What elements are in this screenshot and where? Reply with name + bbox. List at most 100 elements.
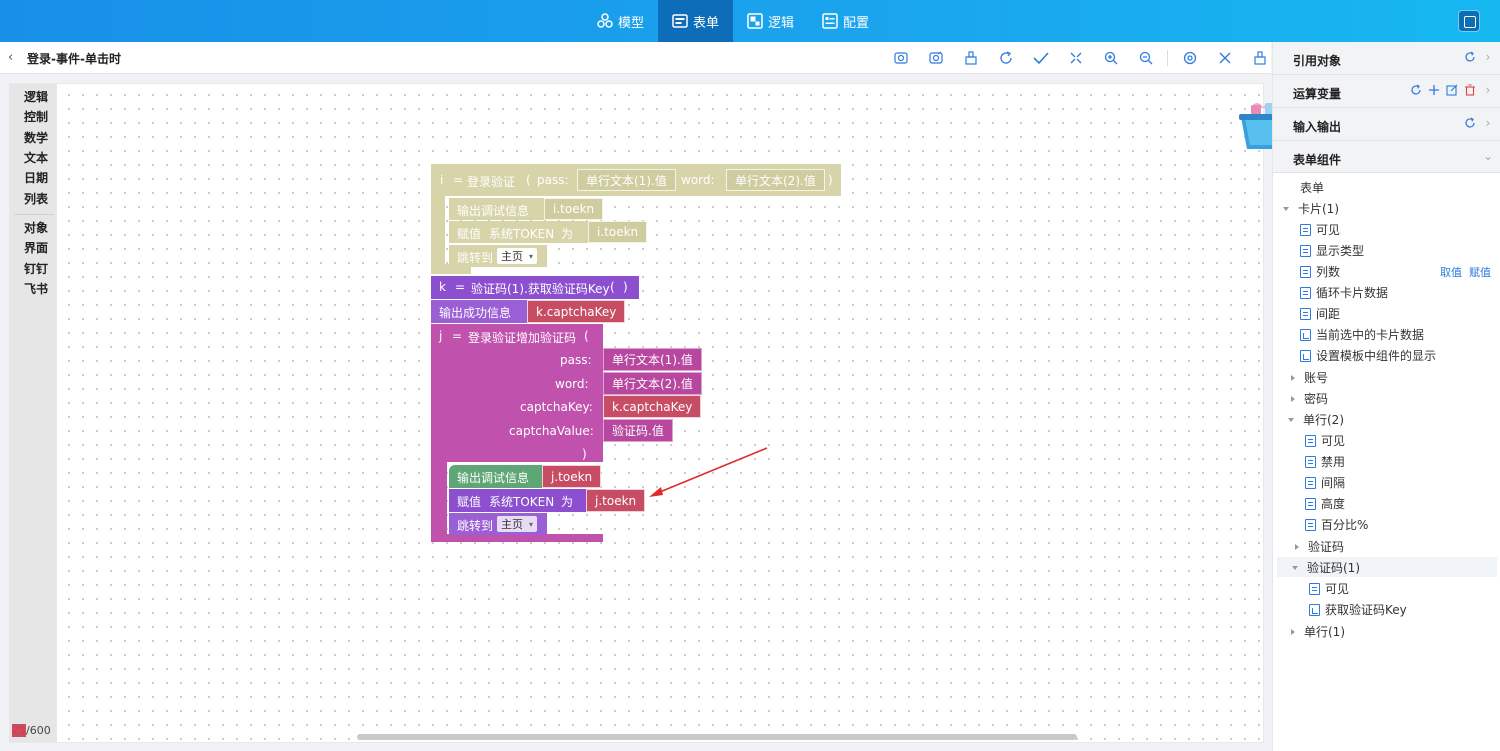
expand-arrow-icon[interactable]	[1292, 565, 1298, 570]
block-success-msg[interactable]: 输出成功信息 k.captchaKey	[431, 300, 626, 323]
clean-icon[interactable]	[953, 48, 988, 68]
tree-item-card-spacing[interactable]: 间距	[1300, 305, 1340, 322]
block-j-arg-pass-value[interactable]: 单行文本(1).值	[603, 348, 702, 371]
refresh-icon[interactable]	[1463, 116, 1477, 130]
get-value-link[interactable]: 取值	[1440, 266, 1462, 279]
section-ref-objects[interactable]: 引用对象 ›	[1273, 42, 1500, 75]
tree-item-card-template-display[interactable]: 设置模板中组件的显示	[1300, 347, 1436, 364]
save-as-image-icon[interactable]	[883, 48, 918, 68]
palette-feishu[interactable]: 飞书	[24, 282, 49, 296]
block-k-var: k	[439, 280, 446, 294]
delete-icon[interactable]	[1463, 83, 1477, 97]
tree-item-card-selected-data[interactable]: 当前选中的卡片数据	[1300, 326, 1424, 343]
set-value-link[interactable]: 赋值	[1469, 266, 1491, 279]
expand-arrow-icon[interactable]	[1291, 628, 1295, 635]
tree-item-form[interactable]: 表单	[1300, 179, 1324, 196]
section-io[interactable]: 输入输出 ›	[1273, 108, 1500, 141]
tree-item-row2-visible[interactable]: 可见	[1305, 432, 1345, 449]
tree-item-captcha1[interactable]: 验证码(1)	[1292, 559, 1360, 576]
edit-icon[interactable]	[1445, 83, 1459, 97]
tree-item-captcha1-get-key[interactable]: 获取验证码Key	[1309, 601, 1407, 618]
palette-dingtalk[interactable]: 钉钉	[24, 262, 49, 276]
section-form-components[interactable]: 表单组件 ⌄	[1273, 141, 1500, 173]
collapse-icon[interactable]	[1058, 48, 1093, 68]
tree-item-row2-percent[interactable]: 百分比%	[1305, 516, 1368, 533]
tree-item-card-columns[interactable]: 列数	[1300, 263, 1340, 280]
palette-list[interactable]: 列表	[24, 192, 49, 206]
chevron-down-icon[interactable]: ⌄	[1482, 149, 1494, 163]
expand-arrow-icon[interactable]	[1291, 395, 1295, 402]
tree-item-captcha1-visible[interactable]: 可见	[1309, 580, 1349, 597]
block-j-debug-value[interactable]: j.toekn	[542, 465, 602, 488]
section-ref-objects-actions: ›	[1463, 50, 1495, 64]
block-i-jump-page[interactable]: 主页	[497, 248, 538, 264]
section-variables[interactable]: 运算变量 ›	[1273, 75, 1500, 108]
block-j-jump-page[interactable]: 主页	[497, 516, 538, 532]
close-icon[interactable]	[1207, 48, 1242, 68]
tree-item-row2[interactable]: 单行(2)	[1288, 411, 1344, 428]
palette-math[interactable]: 数学	[24, 131, 49, 145]
tree-item-card-visible[interactable]: 可见	[1300, 221, 1340, 238]
block-success-value[interactable]: k.captchaKey	[527, 300, 626, 323]
zoom-in-icon[interactable]	[1093, 48, 1128, 68]
block-j-assign[interactable]: j = 登录验证增加验证码 ( pass: word: captchaKey: …	[431, 324, 603, 462]
chevron-right-icon[interactable]: ›	[1485, 116, 1491, 130]
zoom-out-icon[interactable]	[1128, 48, 1163, 68]
tree-item-captcha[interactable]: 验证码	[1295, 538, 1344, 555]
fullscreen-button[interactable]	[1458, 10, 1480, 32]
block-k-eq: =	[455, 280, 466, 294]
expand-arrow-icon[interactable]	[1283, 206, 1289, 211]
block-i-assign-value[interactable]: i.toekn	[588, 221, 648, 243]
palette-ui[interactable]: 界面	[24, 241, 49, 255]
block-i-assign[interactable]: i = 登录验证 ( pass: 单行文本(1).值 word: 单行文本(2)…	[431, 164, 841, 196]
block-i-debug-value[interactable]: i.toekn	[544, 198, 604, 220]
plus-icon[interactable]	[1427, 83, 1441, 97]
block-j-jump[interactable]: 跳转到 主页	[449, 513, 547, 535]
expand-arrow-icon[interactable]	[1295, 543, 1299, 550]
block-j-assign-token[interactable]: 赋值 系统TOKEN 为 j.toekn	[449, 489, 646, 512]
expand-arrow-icon[interactable]	[1288, 417, 1294, 422]
palette-date[interactable]: 日期	[24, 171, 49, 185]
tree-item-row2-gap[interactable]: 间隔	[1305, 474, 1345, 491]
tree-item-row1[interactable]: 单行(1)	[1291, 623, 1345, 640]
export-icon[interactable]	[918, 48, 953, 68]
palette-control[interactable]: 控制	[24, 110, 49, 124]
refresh-icon[interactable]	[1409, 83, 1423, 97]
block-i-word-value[interactable]: 单行文本(2).值	[726, 169, 825, 191]
block-j-assign-value[interactable]: j.toekn	[586, 489, 646, 512]
tree-item-password[interactable]: 密码	[1291, 390, 1328, 407]
back-icon[interactable]: ‹	[8, 50, 14, 65]
tree-item-row2-height[interactable]: 高度	[1305, 495, 1345, 512]
expand-arrow-icon[interactable]	[1291, 374, 1295, 381]
block-i-pass-value[interactable]: 单行文本(1).值	[577, 169, 676, 191]
block-j-arg-captchavalue-value[interactable]: 验证码.值	[603, 419, 673, 442]
block-i-assign-token[interactable]: 赋值 系统TOKEN 为 i.toekn	[449, 221, 648, 243]
tab-model[interactable]: 模型	[583, 0, 658, 42]
palette-object[interactable]: 对象	[24, 221, 49, 235]
tab-form[interactable]: 表单	[658, 0, 734, 42]
palette-text[interactable]: 文本	[24, 151, 49, 165]
tab-config[interactable]: 配置	[808, 0, 883, 42]
block-j-assign-label: 赋值	[457, 495, 482, 509]
horizontal-scrollbar[interactable]	[357, 734, 1077, 740]
tree-item-card[interactable]: 卡片(1)	[1283, 200, 1339, 217]
block-i-debug[interactable]: 输出调试信息 i.toekn	[449, 198, 604, 220]
block-j-arg-word-value[interactable]: 单行文本(2).值	[603, 372, 702, 395]
tree-item-card-loop-data[interactable]: 循环卡片数据	[1300, 284, 1388, 301]
block-j-arg-captchakey-value[interactable]: k.captchaKey	[603, 395, 702, 418]
block-i-jump[interactable]: 跳转到 主页	[449, 245, 547, 267]
refresh-icon[interactable]	[988, 48, 1023, 68]
tree-item-row2-disabled[interactable]: 禁用	[1305, 453, 1345, 470]
target-icon[interactable]	[1172, 48, 1207, 68]
chevron-right-icon[interactable]: ›	[1485, 50, 1491, 64]
palette-logic[interactable]: 逻辑	[24, 90, 49, 104]
tab-logic[interactable]: 逻辑	[733, 0, 808, 42]
tree-item-card-display-type[interactable]: 显示类型	[1300, 242, 1364, 259]
tree-item-account[interactable]: 账号	[1291, 369, 1328, 386]
block-j-debug[interactable]: 输出调试信息 j.toekn	[449, 465, 602, 488]
block-k-assign[interactable]: k = 验证码(1).获取验证码Key ( )	[431, 276, 639, 299]
check-icon[interactable]	[1023, 48, 1058, 68]
broom-icon[interactable]	[1242, 48, 1277, 68]
chevron-right-icon[interactable]: ›	[1485, 83, 1491, 97]
refresh-icon[interactable]	[1463, 50, 1477, 64]
